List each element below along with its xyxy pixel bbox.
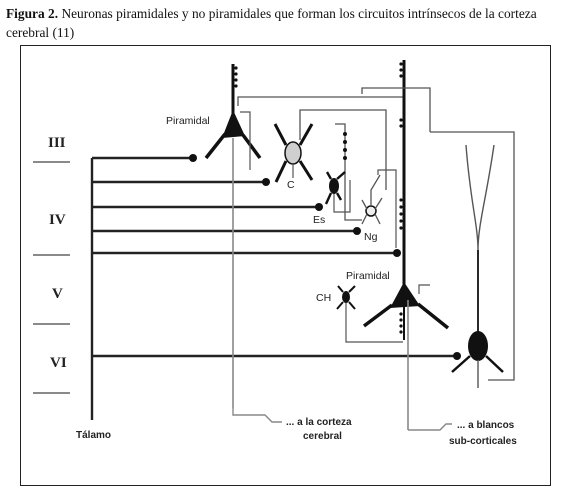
layer-label-v: V bbox=[52, 286, 63, 302]
layer-label-iv: IV bbox=[49, 212, 66, 228]
caption-text: Neuronas piramidales y no piramidales qu… bbox=[6, 6, 537, 40]
label-talamo: Tálamo bbox=[76, 430, 111, 441]
label-corteza-line2: cerebral bbox=[303, 431, 342, 442]
label-blancos-line1: ... a blancos bbox=[457, 420, 515, 431]
es-cell bbox=[324, 171, 351, 213]
chandelier-chain bbox=[335, 123, 362, 221]
label-blancos-line2: sub-corticales bbox=[449, 436, 517, 447]
layer-label-vi: VI bbox=[50, 355, 67, 371]
c-cell bbox=[273, 109, 387, 190]
thalamic-afferents bbox=[90, 156, 456, 420]
output-lines bbox=[232, 408, 452, 431]
pyramidal-neuron-bottom bbox=[362, 60, 450, 430]
pyramidal-neuron-top bbox=[204, 64, 405, 408]
label-es: Es bbox=[313, 214, 325, 226]
caption-label: Figura 2. bbox=[6, 6, 59, 21]
layer-boundaries bbox=[33, 161, 70, 394]
label-c: C bbox=[287, 179, 295, 191]
figure-caption: Figura 2. Neuronas piramidales y no pira… bbox=[6, 4, 568, 42]
label-corteza-line1: ... a la corteza bbox=[286, 417, 352, 428]
ng-cell bbox=[361, 169, 397, 248]
ch-cell bbox=[336, 285, 403, 343]
label-piramidal-top: Piramidal bbox=[166, 115, 210, 127]
layer-label-iii: III bbox=[48, 135, 66, 151]
label-ch: CH bbox=[316, 292, 331, 304]
afferent-terminals bbox=[189, 154, 461, 360]
figure-frame bbox=[20, 45, 551, 486]
layer-vi-neuron bbox=[361, 87, 515, 388]
label-ng: Ng bbox=[364, 231, 378, 243]
label-piramidal-bottom: Piramidal bbox=[346, 270, 390, 282]
